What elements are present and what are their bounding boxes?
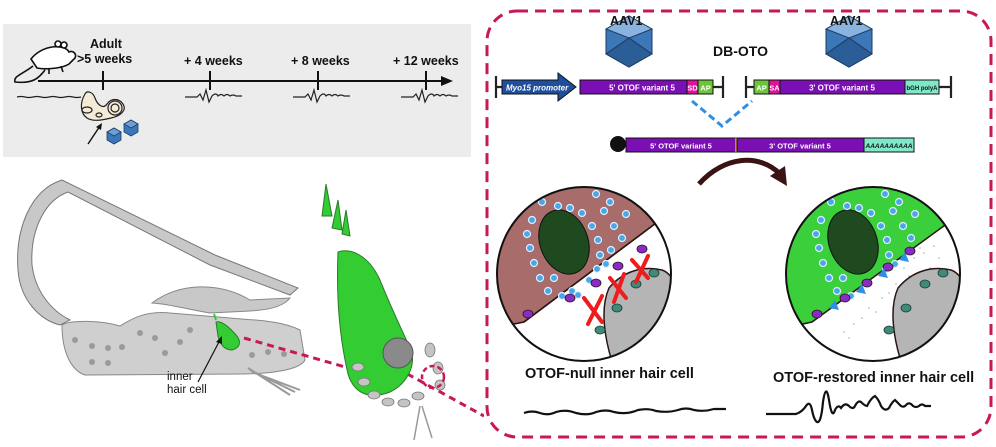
aav1-capsid-left bbox=[604, 15, 654, 68]
three-prime-vector: AP SA 3' OTOF variant 5 bGH polyA bbox=[744, 76, 953, 98]
ihc-label-line2: hair cell bbox=[167, 384, 207, 396]
myo15-promoter-arrow bbox=[501, 71, 577, 103]
otof-restored-cell bbox=[786, 187, 960, 361]
null-nucleus bbox=[538, 209, 590, 275]
timeline-start-weeks: >5 weeks bbox=[77, 52, 133, 66]
ap-label: AP bbox=[700, 84, 710, 93]
postsynaptic-receptors bbox=[594, 268, 660, 335]
injection-arrow-icon bbox=[87, 125, 101, 145]
three-prime-cds-label: 3' OTOF variant 5 bbox=[809, 84, 875, 93]
synapse-highlight-circle bbox=[420, 364, 446, 390]
inner-hair-cell-label: inner hair cell bbox=[167, 371, 207, 397]
five-prime-vector: Myo15 promoter 5' OTOF variant 5 SD AP bbox=[494, 71, 725, 103]
inner-ear-icon bbox=[80, 91, 125, 121]
abr-trace-flat bbox=[16, 95, 82, 99]
five-prime-cds-label: 5' OTOF variant 5 bbox=[609, 84, 675, 93]
timepoint-8-weeks: + 8 weeks bbox=[291, 54, 350, 68]
cell-nuclei bbox=[72, 327, 287, 366]
aav1-label-left: AAV1 bbox=[610, 14, 643, 28]
hair-cell-nucleus bbox=[382, 337, 414, 369]
restoration-arrow bbox=[697, 157, 782, 186]
db-oto-title: DB-OTO bbox=[713, 43, 768, 59]
timeline-start-label: Adult bbox=[90, 37, 122, 51]
abr-trace-icon bbox=[185, 87, 458, 104]
postsynaptic-receptors-restored bbox=[883, 268, 949, 335]
ihc-pointer-arrow bbox=[197, 339, 221, 383]
synaptic-vesicles bbox=[522, 189, 631, 301]
dashed-border bbox=[485, 9, 993, 439]
sa-label: SA bbox=[769, 84, 780, 93]
sd-label: SD bbox=[687, 84, 698, 93]
trans-splicing-dashes bbox=[691, 99, 753, 128]
timepoint-12-weeks: + 12 weeks bbox=[393, 54, 459, 68]
mrna-five-prime-label: 5' OTOF variant 5 bbox=[650, 142, 712, 151]
reconstituted-mrna: 5' OTOF variant 5 3' OTOF variant 5 AAAA… bbox=[610, 136, 915, 153]
bgh-polya-label: bGH polyA bbox=[907, 86, 939, 92]
organ-of-corti bbox=[61, 311, 306, 376]
db-oto-panel: Myo15 promoter 5' OTOF variant 5 SD AP A… bbox=[484, 8, 994, 440]
timeline-arrowhead bbox=[441, 76, 453, 86]
fusing-vesicles bbox=[829, 252, 909, 310]
blocked-release-x bbox=[582, 254, 650, 326]
ap-label-3p: AP bbox=[756, 84, 766, 93]
restored-response-trace bbox=[766, 390, 931, 424]
aav-capsid-icon bbox=[106, 119, 139, 145]
calcium-channels bbox=[522, 244, 648, 319]
calcium-channels-restored bbox=[811, 246, 916, 319]
cochlea-anatomy bbox=[17, 179, 484, 441]
mrna-cap bbox=[610, 136, 626, 152]
db-oto-graphic: Myo15 promoter 5' OTOF variant 5 SD AP A… bbox=[485, 9, 993, 439]
nerve-fibers bbox=[247, 367, 301, 396]
otof-null-caption: OTOF-null inner hair cell bbox=[525, 366, 694, 382]
aav1-capsid-right bbox=[824, 15, 874, 68]
polya-tail-label: AAAAAAAAAA bbox=[865, 143, 913, 150]
timepoint-4-weeks: + 4 weeks bbox=[184, 54, 243, 68]
promoter-label: Myo15 promoter bbox=[506, 84, 569, 93]
mouse-icon bbox=[13, 40, 77, 84]
restored-nucleus bbox=[827, 209, 879, 275]
otof-null-cell bbox=[497, 187, 671, 361]
tectorial-membrane bbox=[150, 286, 292, 314]
timeline-panel: Adult >5 weeks + 4 weeks + 8 weeks + 12 … bbox=[3, 24, 471, 157]
otof-restored-caption: OTOF-restored inner hair cell bbox=[773, 370, 975, 386]
synaptic-vesicles-restored bbox=[811, 189, 920, 301]
ihc-label-line1: inner bbox=[167, 371, 193, 383]
timeline-graphic bbox=[13, 40, 458, 145]
timeline-ticks bbox=[102, 71, 427, 90]
aav1-label-right: AAV1 bbox=[830, 14, 863, 28]
inner-hair-cell-large bbox=[321, 183, 414, 396]
flat-response-trace bbox=[523, 407, 726, 416]
mrna-three-prime-label: 3' OTOF variant 5 bbox=[769, 142, 831, 151]
cochlear-duct-wall bbox=[17, 179, 299, 326]
